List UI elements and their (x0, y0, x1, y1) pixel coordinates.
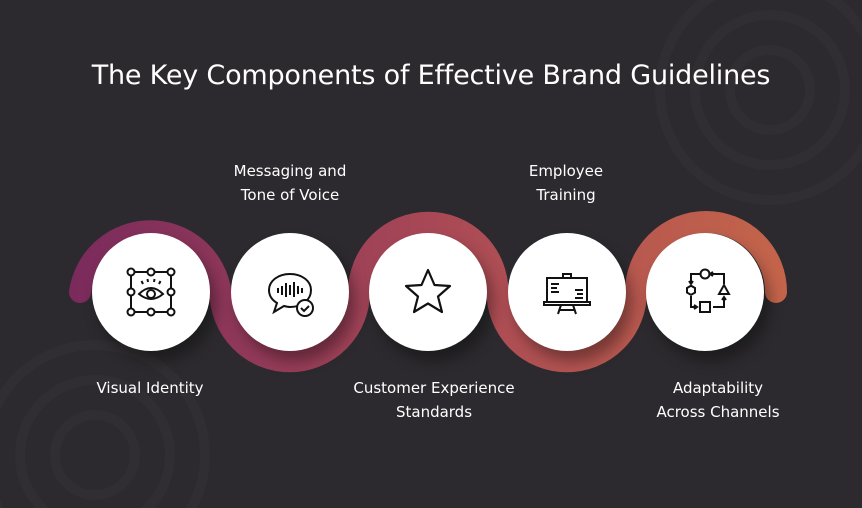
eye-in-frame-icon (126, 267, 176, 317)
step-label-customer-experience: Customer Experience Standards (353, 379, 515, 421)
step-label-adaptability: Adaptability Across Channels (656, 379, 780, 421)
page-title: The Key Components of Effective Brand Gu… (91, 60, 771, 91)
step-label-messaging-tone: Messaging and Tone of Voice (233, 162, 347, 204)
speech-bubble-check-icon (267, 272, 314, 317)
step-node-customer-experience (369, 233, 487, 351)
shape-cycle-icon (686, 268, 731, 313)
star-icon (404, 268, 452, 314)
step-node-adaptability (646, 233, 764, 351)
step-node-employee-training (508, 233, 626, 351)
step-node-visual-identity (92, 233, 210, 351)
step-node-messaging-tone (231, 233, 349, 351)
step-label-employee-training: Employee Training (528, 162, 604, 204)
step-label-visual-identity: Visual Identity (96, 379, 204, 397)
presentation-board-icon (543, 273, 591, 315)
